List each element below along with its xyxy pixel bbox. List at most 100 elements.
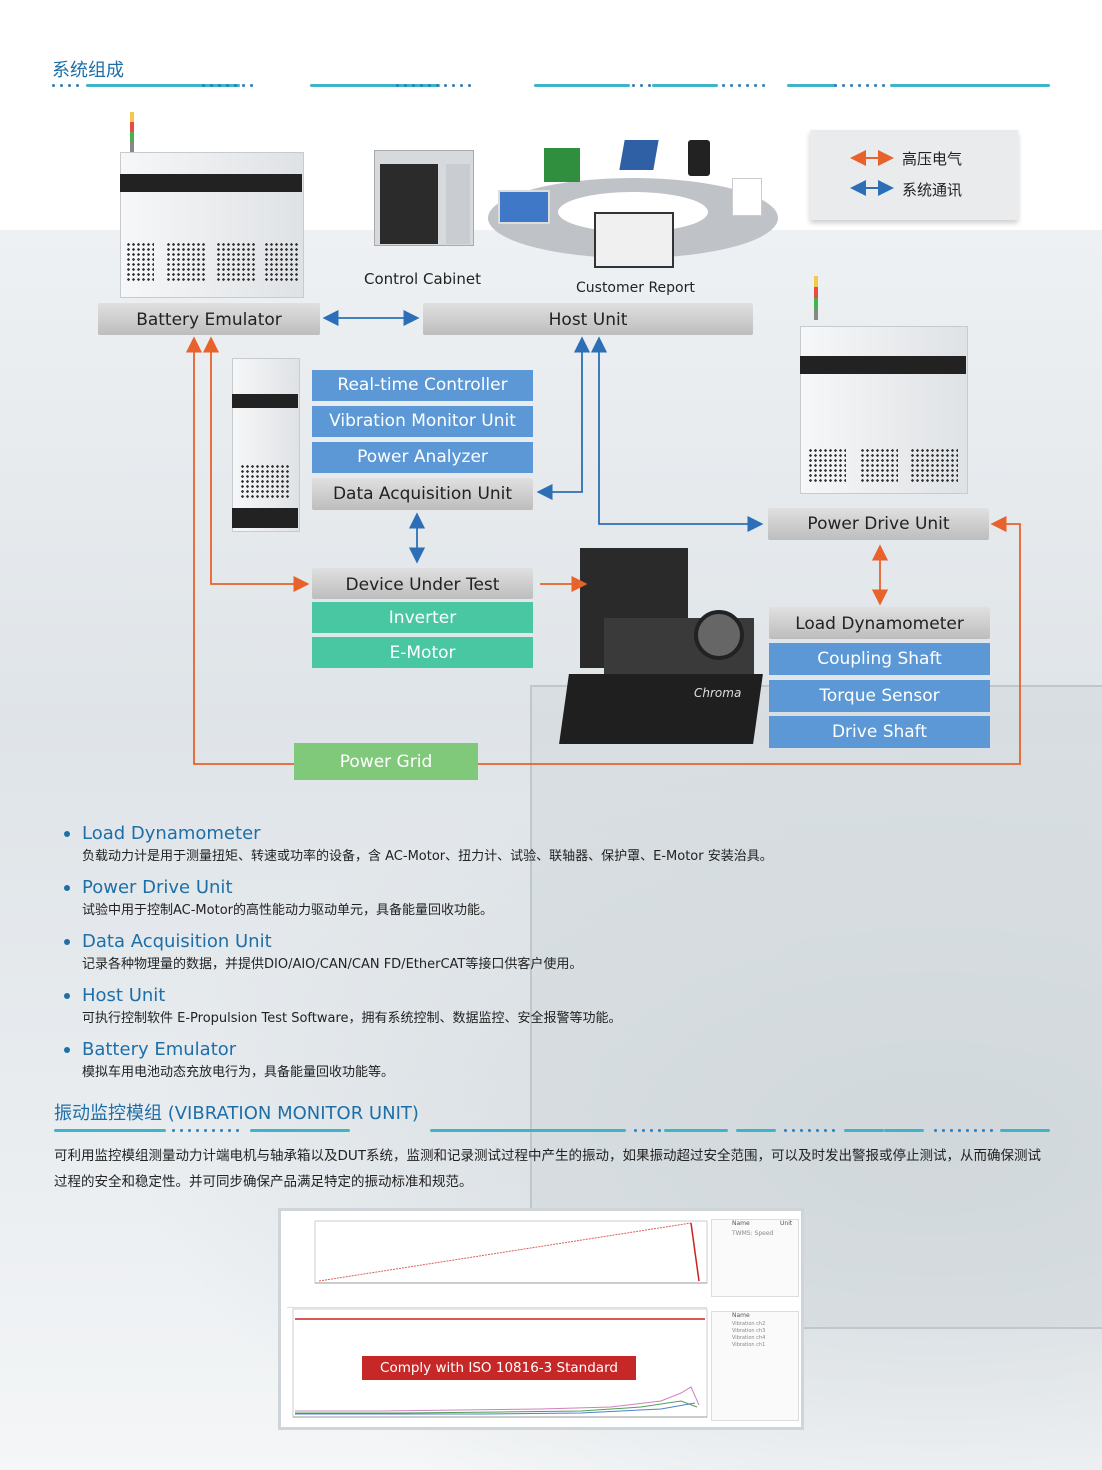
list-item: Load Dynamometer 负载动力计是用于测量扭矩、转速或功率的设备，含… <box>62 822 962 868</box>
divider-dot <box>808 1129 811 1132</box>
list-item: Host Unit 可执行控制软件 E-Propulsion Test Soft… <box>62 984 962 1030</box>
list-item: Data Acquisition Unit 记录各种物理量的数据，并提供DIO/… <box>62 930 962 976</box>
divider-dot <box>824 1129 827 1132</box>
divider-dot <box>420 84 423 87</box>
divider-dot <box>950 1129 953 1132</box>
divider-dot <box>452 84 455 87</box>
bullet-title: Load Dynamometer <box>82 823 261 844</box>
divider-dot <box>204 1129 207 1132</box>
table-row: Vibration ch4 <box>732 1335 766 1341</box>
divider-dot <box>242 84 245 87</box>
dynamometer-machine-image: Chroma <box>559 548 763 762</box>
load-dynamometer-node: Load Dynamometer <box>769 607 990 639</box>
speed-channel-table: Name Unit TWMS: Speed <box>711 1219 799 1297</box>
device-under-test-node: Device Under Test <box>312 568 533 599</box>
divider-dot <box>934 1129 937 1132</box>
divider-dot <box>172 1129 175 1132</box>
table-header-name: Name <box>732 1312 750 1319</box>
power-grid-node: Power Grid <box>294 743 478 780</box>
divider-dot <box>632 84 635 87</box>
divider-dot <box>234 84 237 87</box>
customer-report-image <box>488 140 778 272</box>
section2-paragraph: 可利用监控模组测量动力计端电机与轴承箱以及DUT系统，监测和记录测试过程中产生的… <box>54 1148 1042 1190</box>
divider-dot <box>210 84 213 87</box>
speed-plot <box>314 1220 708 1284</box>
divider-dot <box>658 1129 661 1132</box>
divider-dot <box>800 1129 803 1132</box>
vibration-channel-table: Name Vibration ch2 Vibration ch3 Vibrati… <box>711 1311 799 1421</box>
legend: 高压电气 系统通讯 <box>810 130 1018 220</box>
table-header-unit: Unit <box>780 1220 793 1227</box>
divider-dot <box>982 1129 985 1132</box>
legend-arrows <box>850 150 894 196</box>
list-item: Power Drive Unit 试验中用于控制AC-Motor的高性能动力驱动… <box>62 876 962 922</box>
divider-dot <box>730 84 733 87</box>
drive-shaft-node: Drive Shaft <box>769 716 990 748</box>
divider-dot <box>882 84 885 87</box>
divider-dot <box>974 1129 977 1132</box>
divider-dot <box>648 84 651 87</box>
battery-emulator-node: Battery Emulator <box>98 303 320 335</box>
divider-dot <box>76 84 79 87</box>
battery-emulator-image <box>120 112 304 298</box>
bullet-title: Battery Emulator <box>82 1039 237 1060</box>
divider-dot <box>460 84 463 87</box>
divider-dot <box>850 84 853 87</box>
divider-dot <box>746 84 749 87</box>
bullet-desc: 记录各种物理量的数据，并提供DIO/AIO/CAN/CAN FD/EtherCA… <box>82 957 583 972</box>
bullet-desc: 负载动力计是用于测量扭矩、转速或功率的设备，含 AC-Motor、扭力计、试验、… <box>82 849 773 864</box>
divider-dot <box>468 84 471 87</box>
bullet-desc: 试验中用于控制AC-Motor的高性能动力驱动单元，具备能量回收功能。 <box>82 903 493 918</box>
section-title: 系统组成 <box>52 60 124 81</box>
vibration-software-screenshot: Name Unit TWMS: Speed Name Vibration ch2… <box>278 1208 804 1430</box>
divider-dot <box>832 1129 835 1132</box>
divider-dot <box>762 84 765 87</box>
divider-dot <box>226 84 229 87</box>
bullet-desc: 可执行控制软件 E-Propulsion Test Software，拥有系统控… <box>82 1011 622 1026</box>
divider-dot <box>228 1129 231 1132</box>
plot-toolbar[interactable] <box>287 1299 707 1308</box>
section2-divider <box>54 1129 1054 1133</box>
divider-dot <box>640 84 643 87</box>
table-row: TWMS: Speed <box>732 1230 774 1237</box>
vibration-monitor-unit-node: Vibration Monitor Unit <box>312 406 533 437</box>
bullet-title: Host Unit <box>82 985 166 1006</box>
divider-dot <box>754 84 757 87</box>
coupling-shaft-node: Coupling Shaft <box>769 643 990 675</box>
divider-dot <box>396 84 399 87</box>
table-row: Vibration ch3 <box>732 1328 766 1334</box>
bullet-desc: 模拟车用电池动态充放电行为，具备能量回收功能等。 <box>82 1065 395 1080</box>
iso-standard-badge: Comply with ISO 10816-3 Standard <box>362 1356 636 1380</box>
power-drive-unit-node: Power Drive Unit <box>768 508 989 540</box>
control-cabinet-caption: Control Cabinet <box>364 270 481 288</box>
divider-dot <box>792 1129 795 1132</box>
divider-dot <box>68 84 71 87</box>
customer-report-caption: Customer Report <box>576 280 695 296</box>
divider-dot <box>858 84 861 87</box>
divider-dot <box>250 84 253 87</box>
legend-communication-label: 系统通讯 <box>902 181 963 199</box>
divider-dot <box>958 1129 961 1132</box>
bullet-title: Data Acquisition Unit <box>82 931 272 952</box>
divider-dot <box>236 1129 239 1132</box>
list-item: Battery Emulator 模拟车用电池动态充放电行为，具备能量回收功能等… <box>62 1038 962 1084</box>
divider-dot <box>218 84 221 87</box>
inverter-node: Inverter <box>312 602 533 633</box>
table-row: Vibration ch2 <box>732 1321 766 1327</box>
torque-sensor-node: Torque Sensor <box>769 680 990 712</box>
divider-dot <box>212 1129 215 1132</box>
divider-dot <box>436 84 439 87</box>
control-cabinet-image <box>374 150 474 250</box>
divider-dot <box>404 84 407 87</box>
data-acquisition-unit-node: Data Acquisition Unit <box>312 478 533 510</box>
power-analyzer-node: Power Analyzer <box>312 442 533 473</box>
divider-dot <box>874 84 877 87</box>
realtime-controller-node: Real-time Controller <box>312 370 533 401</box>
divider-dot <box>966 1129 969 1132</box>
legend-high-voltage-label: 高压电气 <box>902 150 963 168</box>
component-descriptions: Load Dynamometer 负载动力计是用于测量扭矩、转速或功率的设备，含… <box>62 822 962 1092</box>
section2-title: 振动监控模组 (VIBRATION MONITOR UNIT) <box>54 1103 419 1124</box>
divider-dot <box>202 84 205 87</box>
divider-dot <box>444 84 447 87</box>
divider-dot <box>196 1129 199 1132</box>
